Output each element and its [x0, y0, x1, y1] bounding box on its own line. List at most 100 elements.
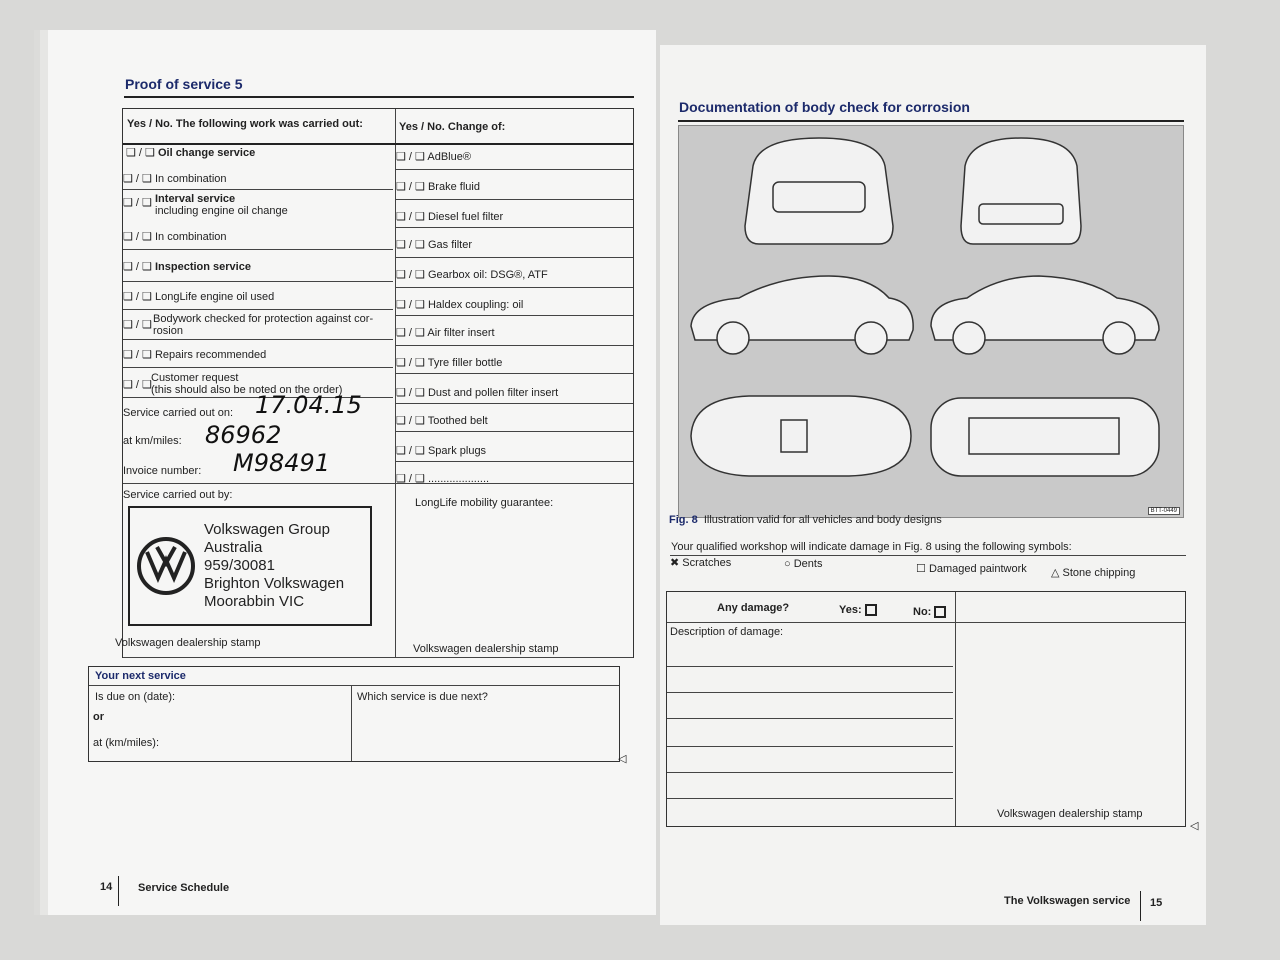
checkbox-pair[interactable]: ❑ / ❑: [123, 197, 152, 209]
change-item: Gas filter: [427, 239, 472, 251]
checkbox-pair[interactable]: ❑ / ❑: [123, 319, 152, 331]
next-service-title: Your next service: [95, 670, 186, 682]
checkbox-pair[interactable]: ❑ / ❑: [123, 173, 152, 185]
dealer-stamp-label: Volkswagen dealership stamp: [413, 643, 559, 655]
checkbox-pair[interactable]: ❑ / ❑: [396, 387, 425, 399]
checkbox-pair[interactable]: ❑ / ❑: [396, 299, 425, 311]
dealer-stamp-label: Volkswagen dealership stamp: [115, 637, 261, 649]
work-item: including engine oil change: [155, 205, 288, 217]
checkbox-pair[interactable]: ❑ / ❑: [396, 445, 425, 457]
no-label: No:: [913, 606, 932, 618]
km-label: at km/miles:: [123, 435, 182, 447]
checkbox-pair[interactable]: ❑ / ❑: [123, 349, 152, 361]
dent-icon: ○: [784, 558, 791, 570]
service-date-label: Service carried out on:: [123, 407, 234, 419]
checkbox-pair[interactable]: ❑ / ❑: [123, 291, 152, 303]
scratch-icon: ✖: [670, 557, 680, 569]
checkbox-pair[interactable]: ❑ / ❑: [123, 261, 152, 273]
change-item: Haldex coupling: oil: [427, 299, 524, 311]
continue-arrow-icon: ◁: [1190, 820, 1199, 832]
due-km-label: at (km/miles):: [93, 737, 159, 749]
dealer-stamp: Volkswagen Group Australia 959/30081 Bri…: [128, 506, 372, 626]
invoice-value[interactable]: M98491: [233, 449, 331, 477]
carried-out-by-label: Service carried out by:: [123, 489, 233, 501]
work-item: Oil change service: [157, 147, 256, 159]
paintwork-icon: ☐: [916, 563, 926, 575]
checkbox-pair[interactable]: ❑ / ❑: [396, 239, 425, 251]
any-damage-label: Any damage?: [717, 602, 790, 614]
checkbox-pair[interactable]: ❑ / ❑: [396, 269, 425, 281]
work-item: rosion: [153, 325, 183, 337]
checkbox-pair[interactable]: ❑ / ❑: [123, 231, 152, 243]
page-title: Documentation of body check for corrosio…: [679, 99, 970, 115]
dealer-stamp-label: Volkswagen dealership stamp: [997, 808, 1143, 820]
symbol-label: Dents: [793, 558, 823, 570]
damage-table: Any damage? Yes: No: Description of dama…: [666, 591, 1186, 827]
checkbox-pair[interactable]: ❑ / ❑: [396, 357, 425, 369]
page-title: Proof of service 5: [125, 76, 243, 92]
checkbox-pair[interactable]: ❑ / ❑: [396, 473, 425, 485]
next-service-box: Your next service Is due on (date): or a…: [88, 666, 620, 762]
change-item: Tyre filler bottle: [427, 357, 503, 369]
change-item: Spark plugs: [427, 445, 487, 457]
change-item: Brake fluid: [427, 181, 480, 193]
checkbox-pair[interactable]: ❑ / ❑: [396, 181, 425, 193]
checkbox-pair[interactable]: ❑ / ❑: [396, 151, 425, 163]
body-diagram: BTT-0449: [678, 125, 1184, 518]
change-item: Toothed belt: [427, 415, 488, 427]
divider: [124, 96, 634, 98]
fig-label: Fig. 8: [669, 514, 698, 526]
checkbox-pair[interactable]: ❑ / ❑: [123, 379, 152, 391]
stamp-line: Brighton Volkswagen: [204, 575, 345, 592]
car-outline-illustration: [690, 137, 1160, 477]
or-label: or: [93, 711, 104, 723]
work-item: (this should also be noted on the order): [151, 384, 343, 396]
vw-logo-icon: [137, 537, 195, 595]
page-number: 14: [100, 881, 113, 893]
symbol-label: Stone chipping: [1062, 567, 1136, 579]
service-table: Yes / No. The following work was carried…: [115, 108, 634, 658]
yes-label: Yes:: [839, 604, 862, 616]
work-item: Interval service: [155, 193, 236, 205]
divider: [678, 120, 1184, 122]
invoice-label: Invoice number:: [123, 465, 202, 477]
due-date-label: Is due on (date):: [95, 691, 176, 703]
stamp-line: Volkswagen Group: [204, 521, 330, 538]
longlife-label: LongLife mobility guarantee:: [415, 497, 554, 509]
stamp-line: Australia: [204, 539, 263, 556]
fig-code: BTT-0449: [1147, 507, 1180, 515]
work-item: Customer request: [151, 372, 239, 384]
description-label: Description of damage:: [670, 626, 784, 638]
checkbox-pair[interactable]: ❑ / ❑: [396, 415, 425, 427]
page-number: 15: [1150, 897, 1163, 909]
footer-title: The Volkswagen service: [1004, 895, 1131, 907]
col1-header: Yes / No. The following work was carried…: [127, 118, 363, 130]
change-item: Air filter insert: [427, 327, 495, 339]
work-item: In combination: [154, 173, 227, 185]
no-checkbox[interactable]: [934, 606, 947, 619]
change-item: Gearbox oil: DSG®, ATF: [427, 269, 548, 281]
checkbox-pair[interactable]: ❑ / ❑: [126, 147, 155, 159]
checkbox-pair[interactable]: ❑ / ❑: [396, 211, 425, 223]
work-item: In combination: [154, 231, 227, 243]
symbol-label: Damaged paintwork: [928, 563, 1027, 575]
fig-caption: Illustration valid for all vehicles and …: [703, 514, 942, 526]
right-page: Documentation of body check for corrosio…: [660, 45, 1206, 925]
work-item: Bodywork checked for protection against …: [153, 313, 374, 325]
checkbox-pair[interactable]: ❑ / ❑: [396, 327, 425, 339]
footer-title: Service Schedule: [138, 882, 230, 894]
yes-checkbox[interactable]: [864, 604, 877, 617]
stamp-line: Moorabbin VIC: [204, 593, 305, 610]
change-item: Dust and pollen filter insert: [427, 387, 559, 399]
work-item: LongLife engine oil used: [154, 291, 275, 303]
left-page: Proof of service 5 Yes / No. The followi…: [48, 30, 656, 915]
symbols-intro: Your qualified workshop will indicate da…: [671, 541, 1072, 553]
work-item: Inspection service: [154, 261, 251, 273]
stamp-line: 959/30081: [204, 557, 275, 574]
km-value[interactable]: 86962: [205, 421, 282, 449]
continue-arrow-icon: ◁: [618, 753, 627, 765]
service-date-value[interactable]: 17.04.15: [255, 391, 362, 419]
change-item: AdBlue®: [427, 151, 471, 163]
work-item: Repairs recommended: [154, 349, 267, 361]
which-service-label: Which service is due next?: [357, 691, 488, 703]
